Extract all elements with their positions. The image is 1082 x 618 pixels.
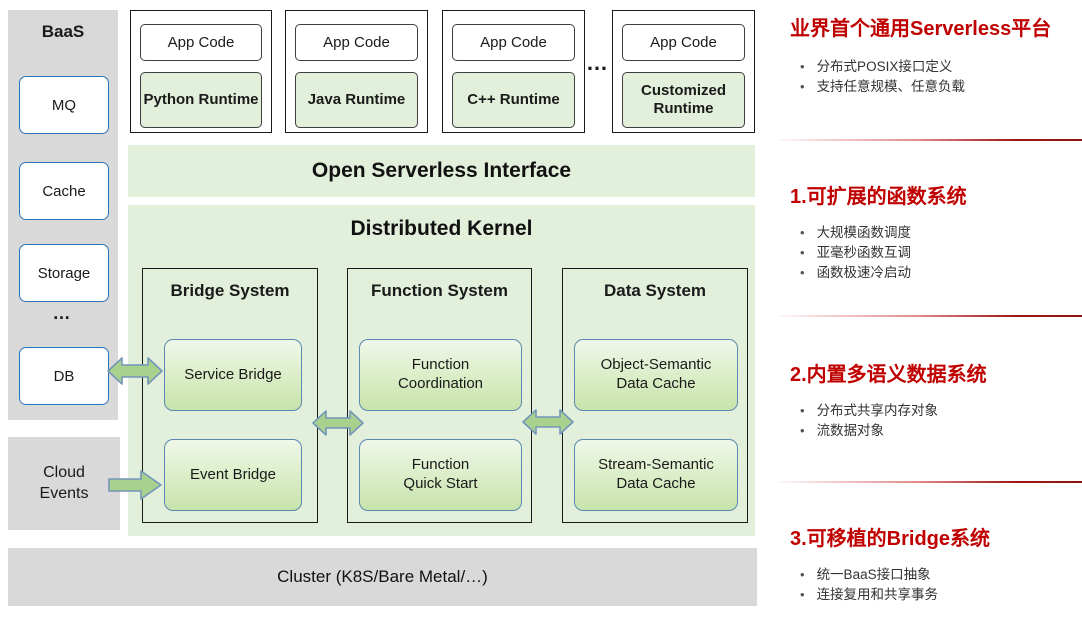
baas-service-mq-label: MQ (51, 96, 77, 114)
baas-service-mq: MQ (19, 76, 109, 134)
bullet-item: 分布式POSIX接口定义 (796, 57, 1082, 77)
service-bridge-node: Service Bridge (164, 339, 302, 411)
cpp-runtime-label: C++ Runtime (467, 91, 560, 108)
cluster-bar-label: Cluster (K8S/Bare Metal/…) (277, 567, 488, 586)
app-code-label: App Code (167, 34, 235, 51)
function-quick-start-node: Function Quick Start (359, 439, 522, 511)
section-divider (780, 139, 1082, 141)
runtime-card-customized: App Code Customized Runtime (612, 10, 755, 133)
section1-bullets: 分布式POSIX接口定义 支持任意规模、任意负载 (796, 57, 1082, 97)
baas-panel-title: BaaS (41, 22, 85, 41)
app-code-label: App Code (480, 34, 547, 51)
distributed-kernel-title: Distributed Kernel (350, 217, 533, 240)
section4-bullets: 统一BaaS接口抽象 连接复用和共享事务 (796, 565, 1082, 605)
bullet-item: 亚毫秒函数互调 (796, 243, 1082, 263)
bullet-item: 统一BaaS接口抽象 (796, 565, 1082, 585)
data-system-box: Data System Object-Semantic Data Cache S… (562, 268, 748, 523)
baas-service-storage-label: Storage (37, 264, 91, 282)
bullet-item: 流数据对象 (796, 421, 1082, 441)
runtime-card-java: App Code Java Runtime (285, 10, 428, 133)
stream-semantic-cache-node: Stream-Semantic Data Cache (574, 439, 738, 511)
app-code-box: App Code (622, 24, 745, 61)
bullet-text: 连接复用和共享事务 (816, 587, 939, 602)
section1-heading: 业界首个通用Serverless平台 (790, 18, 1052, 40)
bullet-text: 统一BaaS接口抽象 (816, 567, 931, 582)
app-code-box: App Code (295, 24, 418, 61)
function-system-box: Function System Function Coordination Fu… (347, 268, 532, 523)
cluster-bar: Cluster (K8S/Bare Metal/…) (8, 548, 757, 606)
db-bridge-double-arrow-icon (107, 357, 163, 385)
section3-bullets: 分布式共享内存对象 流数据对象 (796, 401, 1082, 441)
app-code-label: App Code (323, 34, 390, 51)
bullet-text: 支持任意规模、任意负载 (816, 79, 966, 94)
event-bridge-node: Event Bridge (164, 439, 302, 511)
event-bridge-label: Event Bridge (190, 465, 276, 483)
customized-runtime-box: Customized Runtime (622, 72, 745, 128)
baas-ellipsis: … (52, 303, 74, 323)
bridge-system-box: Bridge System Service Bridge Event Bridg… (142, 268, 318, 523)
python-runtime-label: Python Runtime (143, 91, 259, 108)
open-serverless-interface-band: Open Serverless Interface (128, 145, 755, 197)
section2-heading: 1.可扩展的函数系统 (790, 186, 967, 208)
bullet-item: 函数极速冷启动 (796, 263, 1082, 283)
stream-semantic-cache-label: Stream-Semantic Data Cache (598, 456, 714, 492)
section3-heading: 2.内置多语义数据系统 (790, 364, 987, 386)
section-divider (780, 315, 1082, 317)
bullet-text: 函数极速冷启动 (816, 265, 912, 280)
function-system-title: Function System (371, 281, 508, 300)
bullet-item: 连接复用和共享事务 (796, 585, 1082, 605)
baas-service-db: DB (19, 347, 109, 405)
open-serverless-interface-title: Open Serverless Interface (311, 159, 572, 182)
function-quick-start-label: Function Quick Start (403, 456, 478, 492)
baas-service-cache: Cache (19, 162, 109, 220)
app-code-box: App Code (140, 24, 262, 61)
java-runtime-box: Java Runtime (295, 72, 418, 128)
runtime-card-python: App Code Python Runtime (130, 10, 272, 133)
bridge-function-double-arrow-icon (312, 410, 364, 436)
function-coordination-node: Function Coordination (359, 339, 522, 411)
bridge-system-title: Bridge System (170, 281, 290, 300)
section2-bullets: 大规模函数调度 亚毫秒函数互调 函数极速冷启动 (796, 223, 1082, 283)
distributed-kernel-panel: Distributed Kernel Bridge System Service… (128, 205, 755, 536)
baas-service-db-label: DB (53, 367, 75, 385)
bullet-text: 亚毫秒函数互调 (816, 245, 912, 260)
bullet-text: 大规模函数调度 (816, 225, 912, 240)
function-coordination-label: Function Coordination (397, 356, 484, 392)
python-runtime-box: Python Runtime (140, 72, 262, 128)
bullet-text: 分布式共享内存对象 (816, 403, 939, 418)
baas-service-storage: Storage (19, 244, 109, 302)
data-system-title: Data System (603, 281, 707, 300)
service-bridge-label: Service Bridge (184, 365, 282, 383)
runtime-cards-ellipsis: … (586, 50, 609, 75)
bullet-text: 分布式POSIX接口定义 (816, 59, 953, 74)
cloud-events-box: Cloud Events (8, 437, 120, 530)
object-semantic-cache-label: Object-Semantic Data Cache (600, 356, 712, 392)
bullet-text: 流数据对象 (816, 423, 885, 438)
bullet-item: 大规模函数调度 (796, 223, 1082, 243)
app-code-box: App Code (452, 24, 575, 61)
baas-panel: BaaS MQ Cache Storage … DB (8, 10, 118, 420)
function-data-double-arrow-icon (522, 409, 574, 435)
cpp-runtime-box: C++ Runtime (452, 72, 575, 128)
section4-heading: 3.可移植的Bridge系统 (790, 528, 991, 550)
customized-runtime-label: Customized Runtime (640, 82, 726, 117)
cloud-events-right-arrow-icon (108, 470, 162, 500)
section-divider (780, 481, 1082, 483)
cloud-events-label: Cloud Events (39, 463, 89, 502)
app-code-label: App Code (650, 34, 717, 51)
java-runtime-label: Java Runtime (307, 91, 406, 108)
object-semantic-cache-node: Object-Semantic Data Cache (574, 339, 738, 411)
baas-service-cache-label: Cache (42, 182, 86, 200)
runtime-card-cpp: App Code C++ Runtime (442, 10, 585, 133)
bullet-item: 分布式共享内存对象 (796, 401, 1082, 421)
bullet-item: 支持任意规模、任意负载 (796, 77, 1082, 97)
